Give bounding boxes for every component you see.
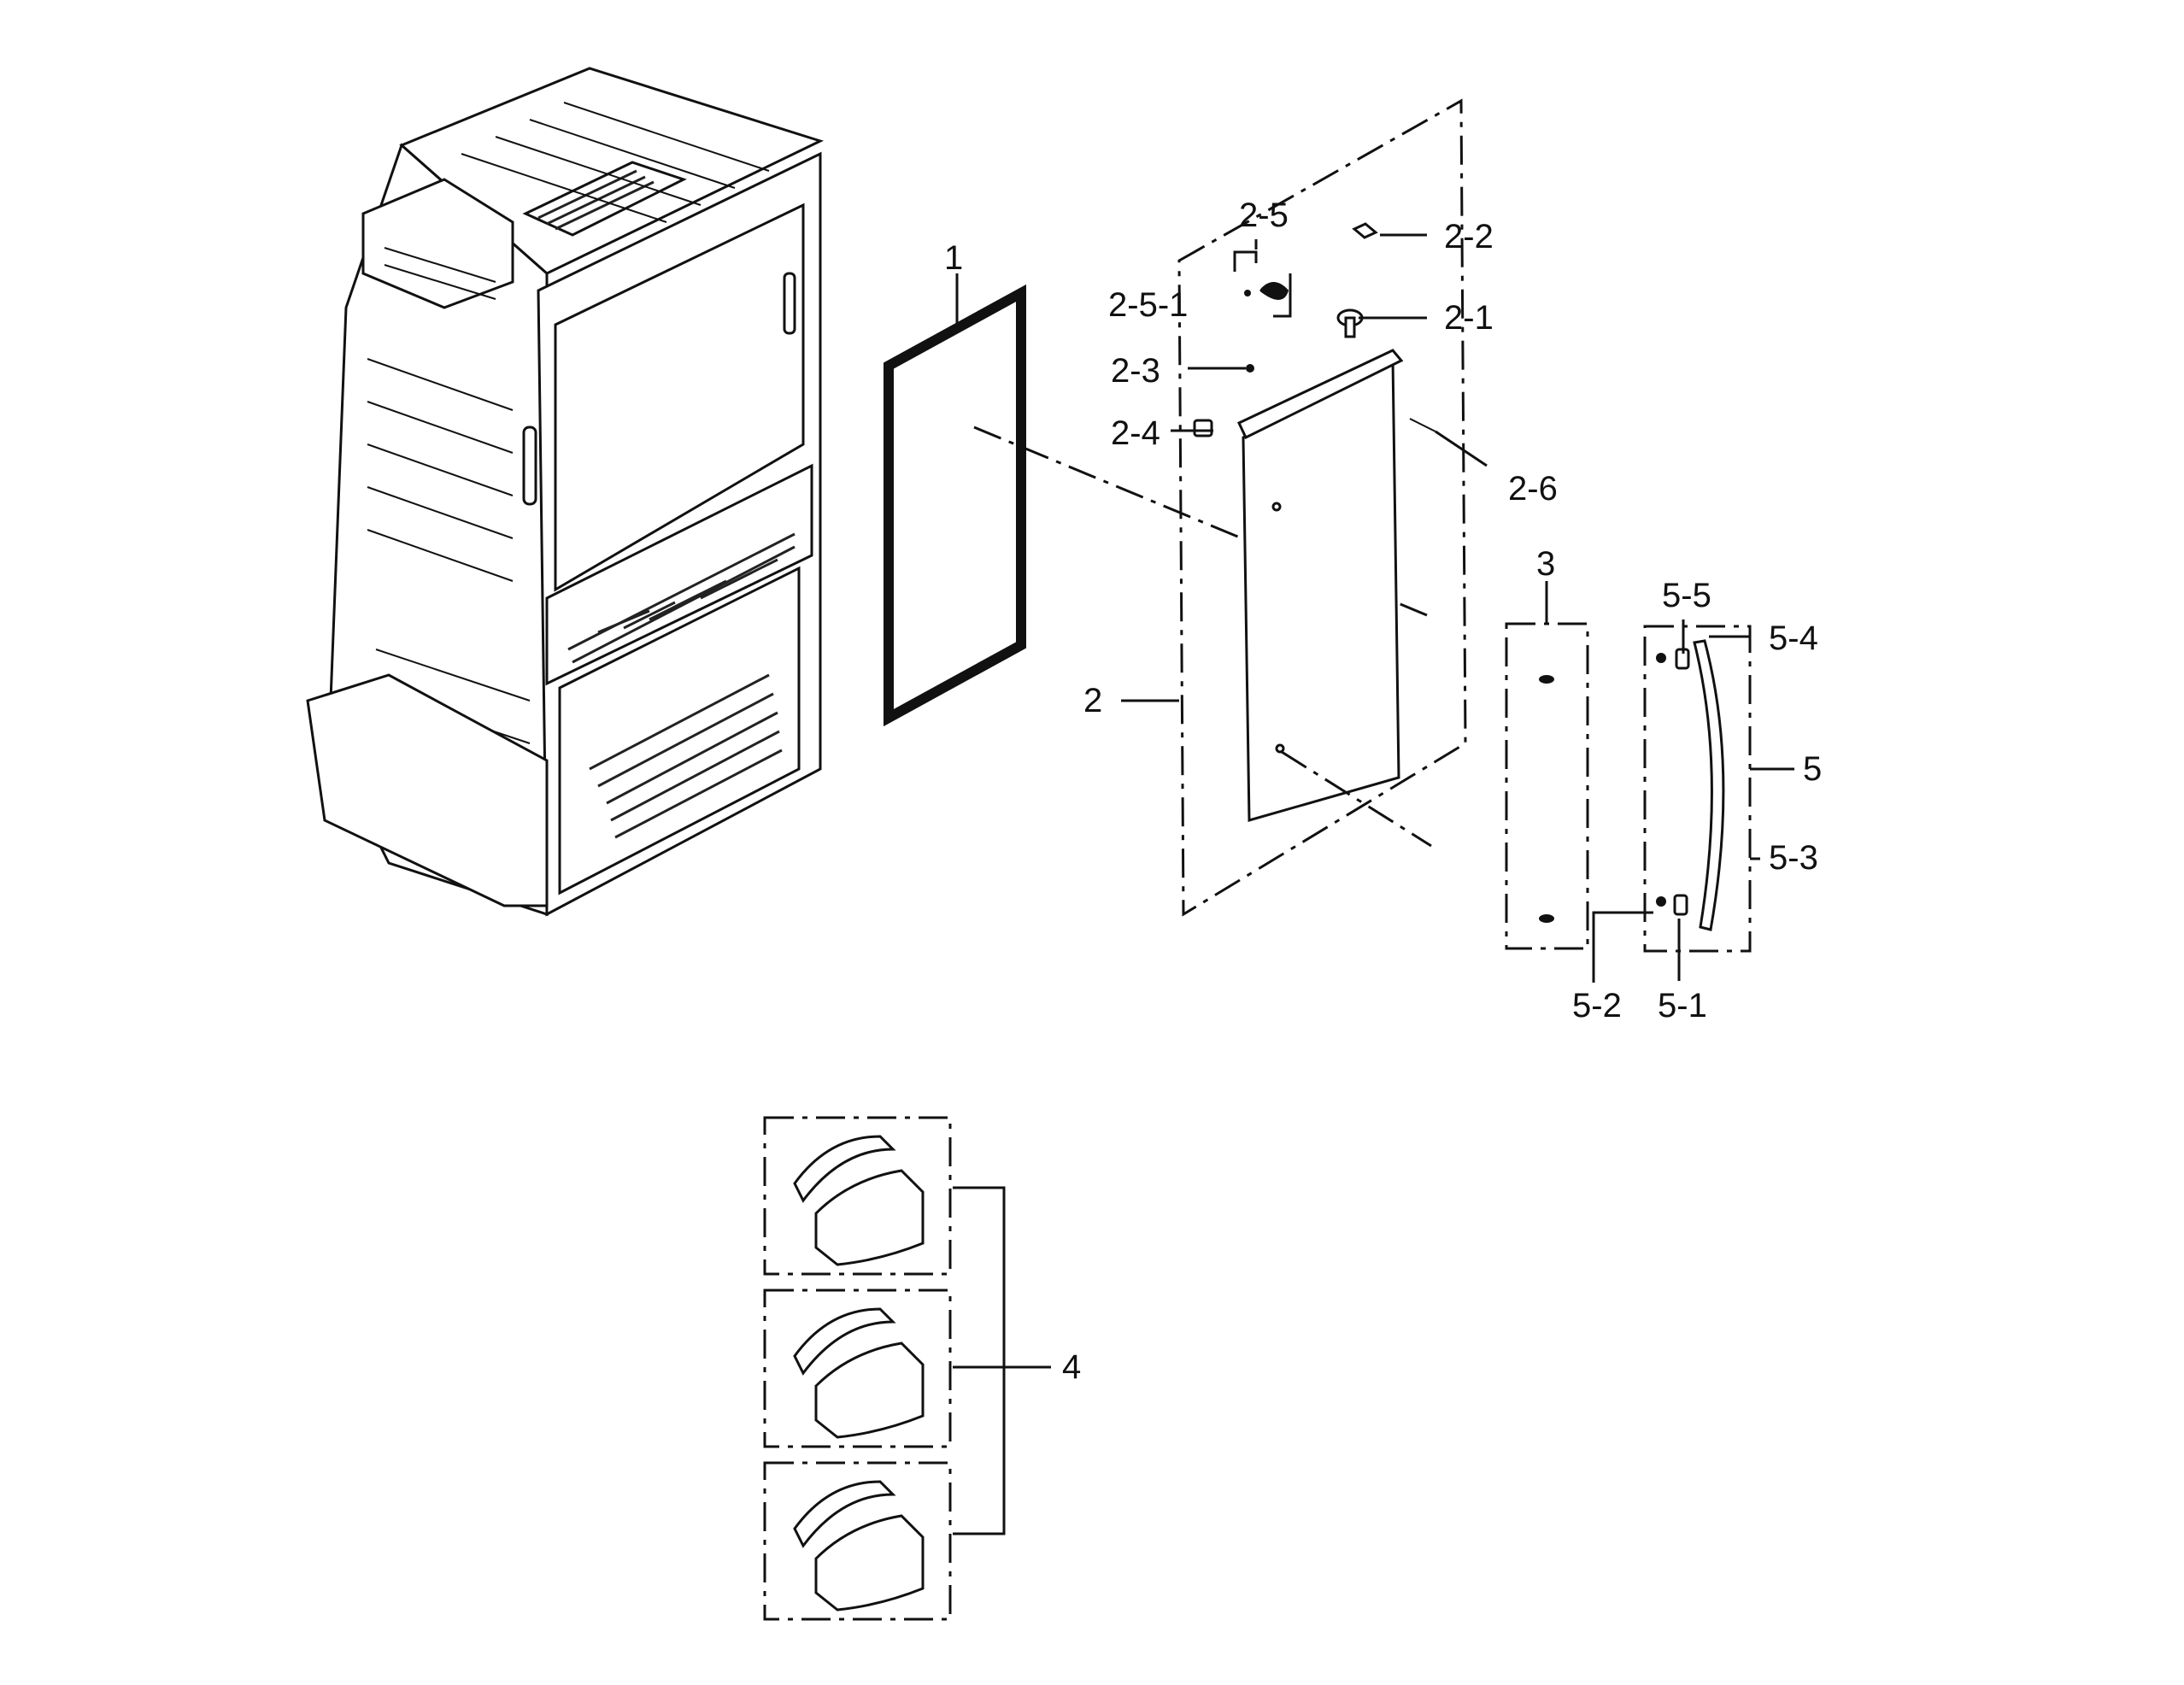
handle-assembly <box>1643 625 1752 953</box>
centerline-gasket-door <box>973 426 1428 617</box>
callout-3: 3 <box>1536 545 1555 583</box>
bracket-part <box>1193 419 1213 437</box>
door-bin-2 <box>793 1307 925 1439</box>
callout-2-5: 2-5 <box>1239 197 1289 234</box>
hinge-cover-part <box>1352 222 1378 239</box>
door-gasket <box>884 284 1026 727</box>
door-bin-1 <box>793 1135 925 1266</box>
callout-5: 5 <box>1803 750 1822 788</box>
callout-5-4: 5-4 <box>1769 619 1818 657</box>
callout-2-5-1: 2-5-1 <box>1108 286 1188 324</box>
hinge-assembly-part <box>1233 250 1292 318</box>
callout-2-1: 2-1 <box>1444 299 1494 337</box>
callout-2-4: 2-4 <box>1111 414 1160 452</box>
callout-2-3: 2-3 <box>1111 352 1160 390</box>
fridge-door <box>1237 349 1436 822</box>
callout-5-2: 5-2 <box>1572 987 1622 1025</box>
callout-labels: 1 2 2-1 2-2 2-3 2-4 2-5 2-5-1 2-6 3 4 5 … <box>944 197 1822 1386</box>
door-trim-panel <box>1505 622 1589 950</box>
callout-5-1: 5-1 <box>1658 987 1707 1025</box>
callout-2-2: 2-2 <box>1444 218 1494 255</box>
callout-5-3: 5-3 <box>1769 839 1818 877</box>
refrigerator-cabinet <box>306 67 825 917</box>
leader-lines <box>955 233 1794 983</box>
callout-5-5: 5-5 <box>1662 577 1711 614</box>
callout-1: 1 <box>944 239 963 277</box>
door-bins <box>763 1116 1051 1621</box>
callout-2-6: 2-6 <box>1508 470 1558 508</box>
callout-2: 2 <box>1083 682 1102 719</box>
screw-part <box>1246 364 1254 373</box>
door-bin-3 <box>793 1480 925 1612</box>
callout-4: 4 <box>1062 1348 1081 1386</box>
hinge-cap-part <box>1336 308 1364 338</box>
door-assembly-outline <box>1177 98 1467 917</box>
